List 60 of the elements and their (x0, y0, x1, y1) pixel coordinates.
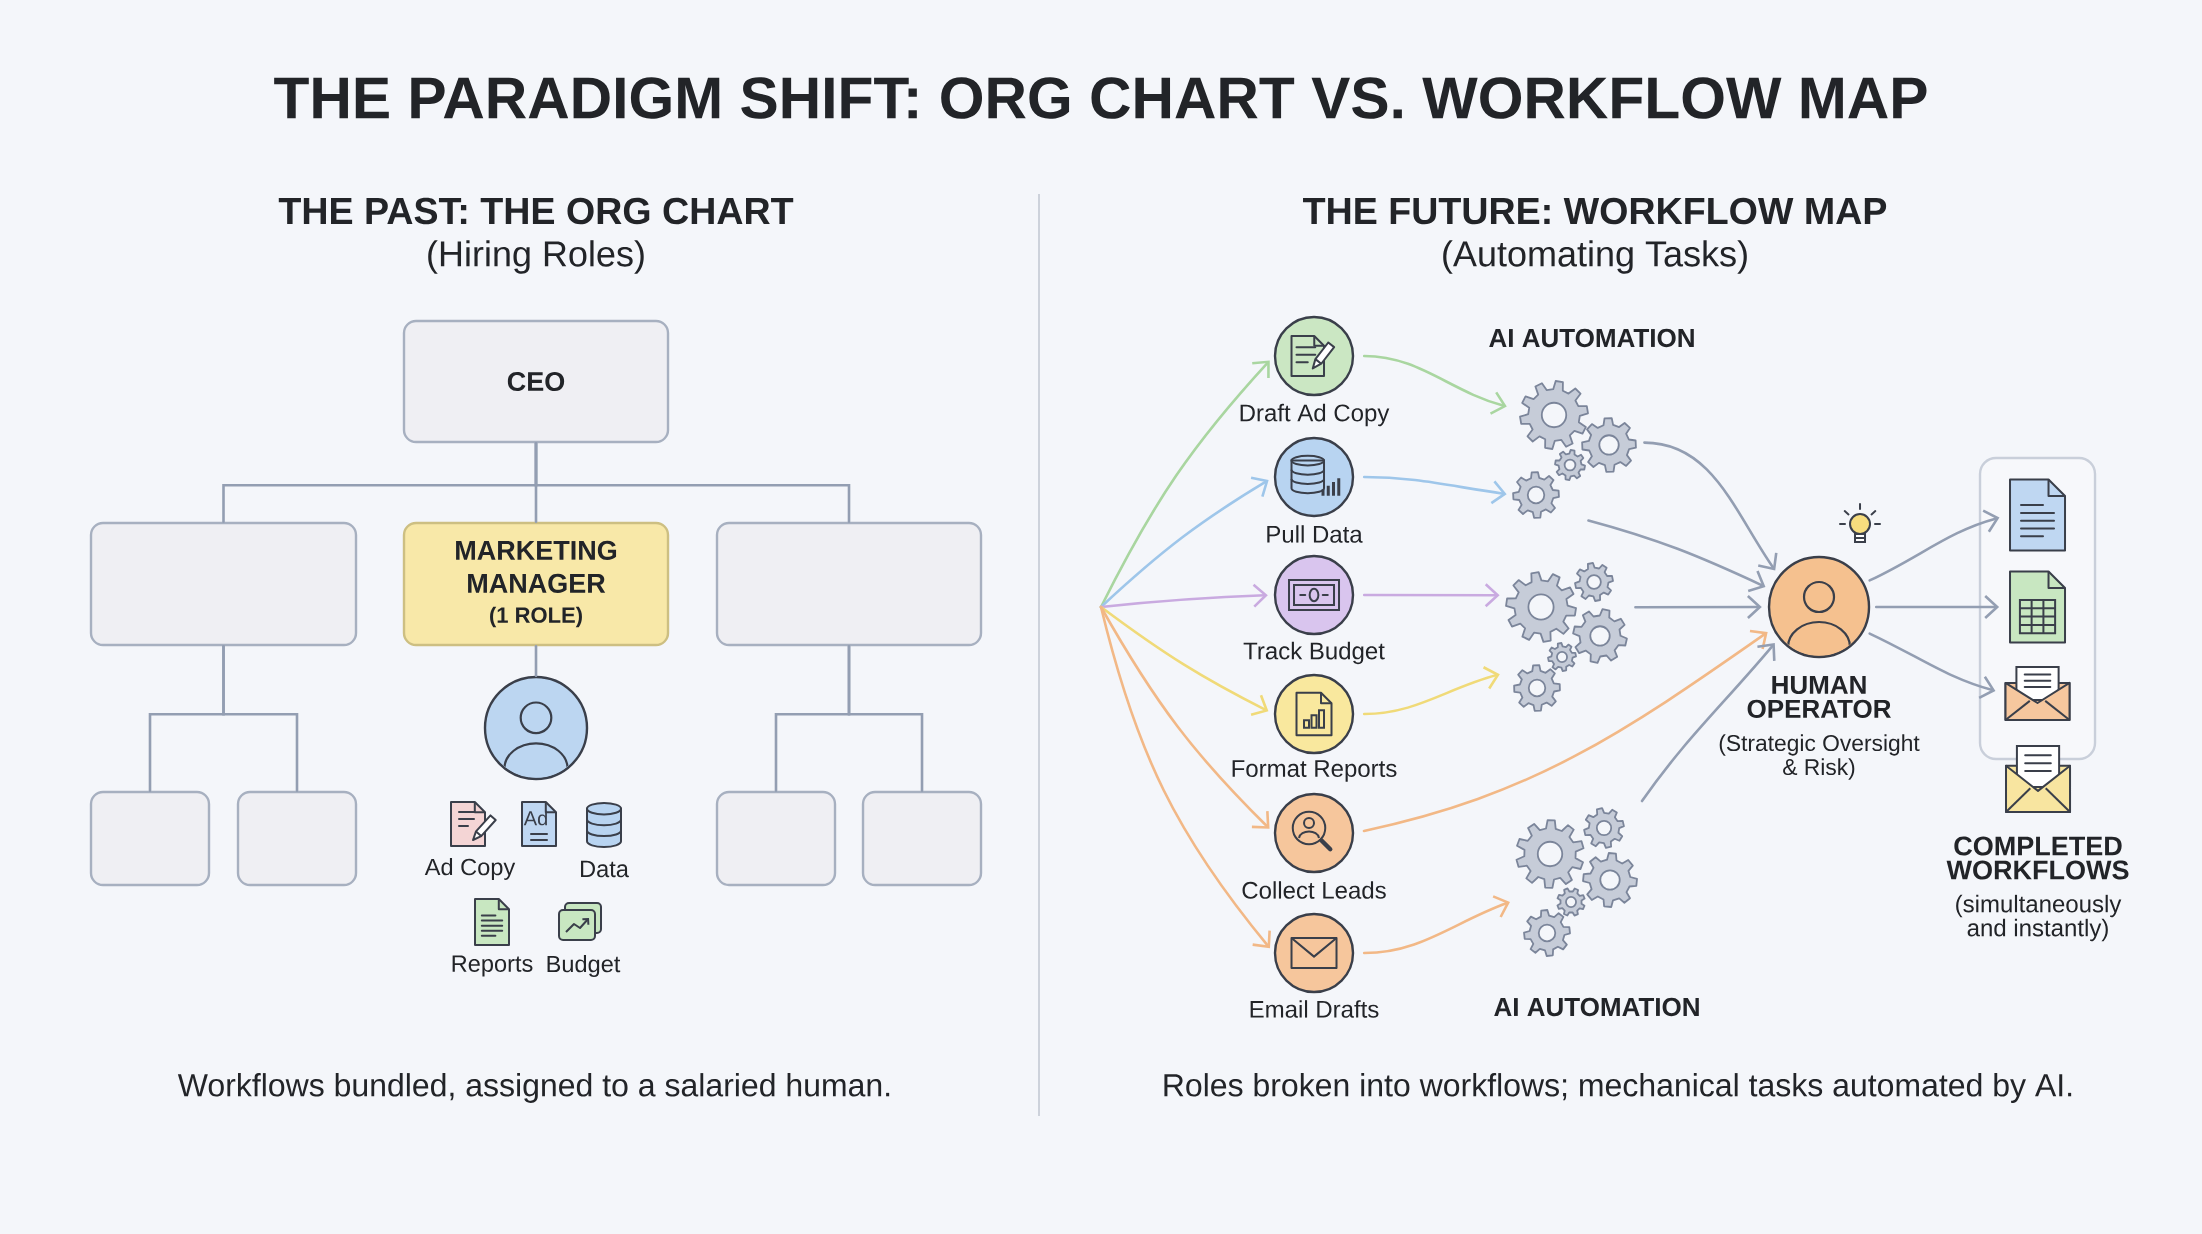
section-heading: THE FUTURE: WORKFLOW MAP (1303, 197, 1887, 225)
arrow (1874, 595, 2000, 619)
section-subtitle: (Automating Tasks) (1443, 240, 1747, 274)
task-label: Pull Data (1267, 525, 1363, 543)
icon-caption: Reports (452, 955, 533, 977)
arrow (1362, 354, 1507, 415)
arrow (1099, 605, 1270, 829)
task-label: Track Budget (1243, 641, 1385, 665)
column-heading: AI AUTOMATION (1494, 997, 1699, 1017)
envelope-icon (2004, 666, 2071, 721)
arrow (1362, 475, 1507, 505)
arrow (1099, 605, 1271, 949)
spreadsheet-icon (2009, 570, 2066, 644)
title: THE PARADIGM SHIFT: ORG CHART VS. WORKFLOW MAP (274, 77, 1927, 119)
gears-icon (1515, 807, 1638, 957)
arrow (1362, 895, 1510, 955)
arrow (1640, 643, 1776, 803)
panel-caption: Roles broken into workflows; mechanical tasks automated by AI. (1164, 1073, 2072, 1103)
arrow (1099, 605, 1269, 717)
output-heading: COMPLETED WORKFLOWS (1946, 836, 2129, 880)
node-note: (Strategic Oversight & Risk) (1719, 734, 1920, 780)
empty-box (715, 790, 837, 887)
empty-box (236, 790, 358, 887)
task-label: Collect Leads (1242, 881, 1386, 899)
arrow (1634, 595, 1762, 619)
icon-caption: Budget (547, 955, 621, 977)
role-box: MARKETING MANAGER (1 ROLE) (402, 521, 670, 647)
output-note: (simultaneously and instantly) (1956, 894, 2122, 942)
arrow (1362, 583, 1500, 608)
task-label: Email Drafts (1250, 1000, 1379, 1018)
icon-caption: Data (581, 860, 629, 878)
connector-line (534, 441, 851, 524)
task-label: Draft Ad Copy (1240, 403, 1390, 427)
gears-icon (1512, 380, 1637, 519)
arrow (1099, 476, 1269, 609)
empty-box (89, 790, 211, 887)
arrow (1587, 519, 1766, 593)
connector-line (534, 644, 538, 678)
arrow (1362, 666, 1500, 716)
node-heading: HUMAN OPERATOR (1747, 675, 1891, 719)
role-box: CEO (402, 319, 670, 444)
connector-line (222, 644, 299, 793)
task-label: Format Reports (1232, 760, 1397, 782)
document-icon (2009, 478, 2066, 552)
gears-icon (1505, 562, 1628, 712)
person-avatar (483, 675, 589, 781)
arrow (1099, 360, 1270, 609)
connector-line (847, 644, 924, 793)
icon-caption: Ad Copy (424, 858, 516, 880)
arrow (1362, 629, 1768, 833)
arrow (1868, 632, 1996, 700)
empty-box (861, 790, 983, 887)
column-heading: AI AUTOMATION (1489, 328, 1694, 348)
arrow (1868, 509, 2000, 582)
panel-caption: Workflows bundled, assigned to a salaried human. (177, 1073, 890, 1103)
empty-box (89, 521, 358, 647)
section-subtitle: (Hiring Roles) (428, 240, 644, 274)
empty-box (715, 521, 983, 647)
section-heading: THE PAST: THE ORG CHART (278, 197, 794, 225)
arrow (1643, 441, 1778, 571)
